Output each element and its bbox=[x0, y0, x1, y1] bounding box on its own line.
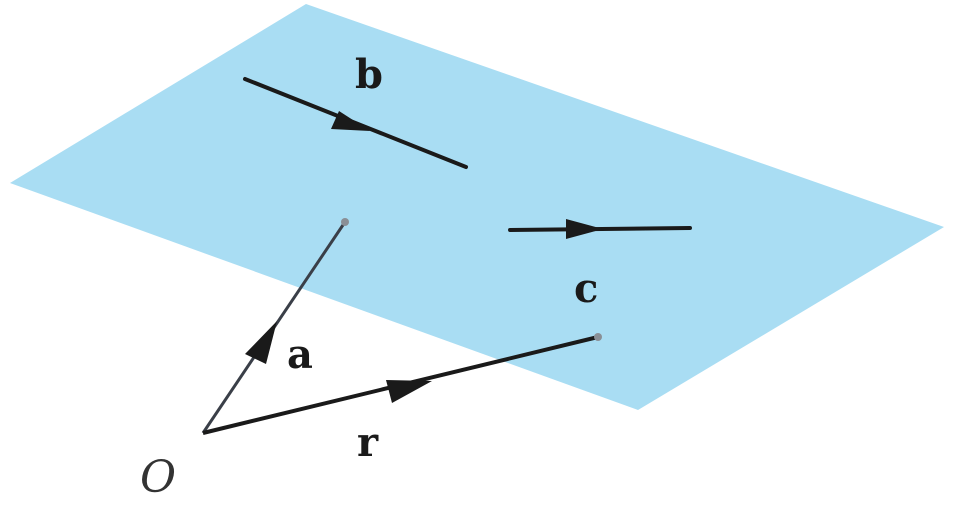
vector-r-label: r bbox=[357, 419, 379, 466]
plane bbox=[10, 4, 944, 410]
vector-a-label: a bbox=[287, 331, 313, 378]
vector-r-endpoint bbox=[594, 333, 602, 341]
vector-c bbox=[508, 219, 692, 239]
vector-a-arrowhead bbox=[245, 321, 277, 364]
vector-c-label: c bbox=[574, 265, 598, 312]
vector-r bbox=[202, 333, 602, 435]
vector-b-arrowhead bbox=[331, 111, 370, 131]
vector-c-arrowhead bbox=[566, 219, 603, 239]
vector-b bbox=[243, 77, 468, 169]
vector-r-arrowhead bbox=[386, 380, 432, 403]
origin-label: O bbox=[140, 452, 176, 503]
vector-a-endpoint bbox=[341, 218, 349, 226]
vector-a bbox=[201, 218, 349, 434]
vector-b-label: b bbox=[355, 51, 383, 98]
